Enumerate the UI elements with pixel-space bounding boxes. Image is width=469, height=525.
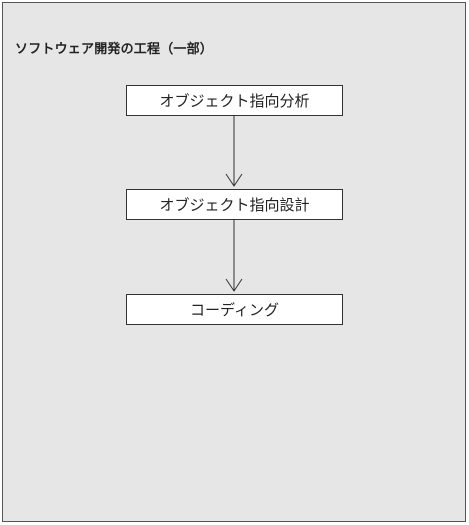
step-label: オブジェクト指向設計 [159, 196, 310, 214]
diagram-title: ソフトウェア開発の工程（一部） [15, 42, 214, 57]
step-label: オブジェクト指向分析 [159, 92, 310, 110]
diagram-panel: ソフトウェア開発の工程（一部） [2, 2, 466, 522]
step-box-coding: コーディング [126, 294, 343, 325]
step-box-object-oriented-analysis: オブジェクト指向分析 [126, 85, 343, 116]
step-box-object-oriented-design: オブジェクト指向設計 [126, 189, 343, 220]
step-label: コーディング [190, 301, 279, 319]
